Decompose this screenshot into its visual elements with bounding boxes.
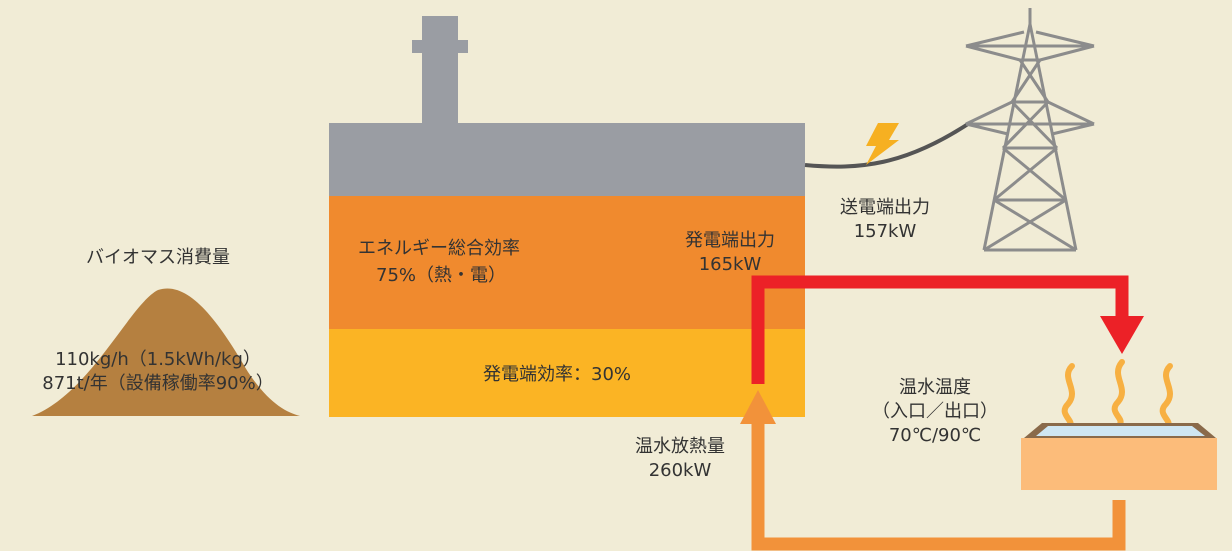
hot-water-pipe [751, 275, 1129, 384]
biomass-pile-icon [32, 288, 300, 416]
plant-yellow-band [329, 329, 805, 417]
biomass-rate: 110kg/h（1.5kWh/kg） [55, 349, 261, 370]
biomass-title: バイオマス消費量 [86, 247, 230, 268]
plant-roof [329, 123, 805, 196]
power-cable [804, 122, 970, 169]
heat-release-value: 260kW [648, 460, 712, 481]
gen-output-label: 発電端出力 [685, 230, 775, 251]
plant-orange-band [329, 196, 805, 329]
water-temp-label: 温水温度 [899, 377, 971, 398]
water-temp-value: 70℃/90℃ [888, 425, 982, 446]
heat-release: 温水放熱量 260kW [605, 435, 755, 483]
biomass-annual: 871t/年（設備稼働率90%） [42, 373, 274, 394]
transmission-tower-icon [965, 8, 1095, 252]
tank-body [1021, 438, 1217, 490]
gen-output: 発電端出力 165kW [655, 229, 805, 277]
hot-water-tank-icon [1021, 423, 1217, 490]
steam-icon [1061, 359, 1173, 429]
transmission-output: 送電端出力 157kW [810, 196, 960, 244]
chimney [422, 16, 458, 123]
hot-water-arrow [1100, 316, 1144, 354]
return-water-arrow [740, 390, 776, 424]
transmission-label: 送電端出力 [840, 197, 930, 218]
total-efficiency-label: エネルギー総合効率 [358, 238, 520, 259]
biomass-values: 110kg/h（1.5kWh/kg） 871t/年（設備稼働率90%） [8, 348, 308, 396]
water-temperature: 温水温度 （入口／出口） 70℃/90℃ [860, 376, 1010, 448]
transmission-value: 157kW [853, 221, 917, 242]
return-water-pipe [751, 420, 1126, 551]
water-temp-sub: （入口／出口） [872, 401, 998, 422]
lightning-icon [866, 123, 899, 165]
heat-release-label: 温水放熱量 [635, 436, 725, 457]
total-efficiency-value: 75%（熱・電） [376, 265, 507, 286]
tank-water [1036, 426, 1205, 436]
power-plant-icon [329, 16, 805, 417]
gen-efficiency: 発電端効率：30% [483, 364, 632, 385]
gen-output-value: 165kW [698, 254, 762, 275]
